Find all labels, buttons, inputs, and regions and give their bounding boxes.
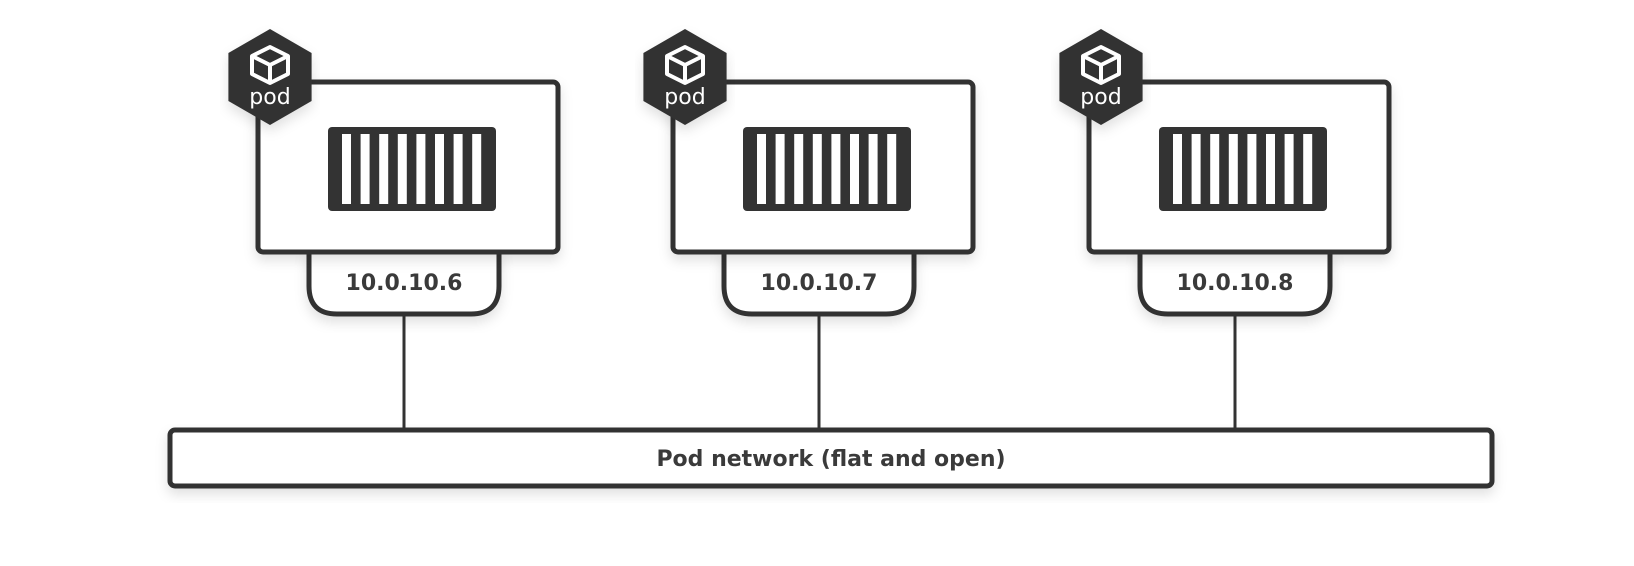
pod-badge-label: pod <box>1080 85 1121 110</box>
pod-3: 10.0.10.8 pod <box>1059 29 1392 317</box>
network-bar: Pod network (flat and open) <box>167 427 1495 489</box>
pod-ip-label: 10.0.10.8 <box>1177 271 1294 296</box>
pod-ip-label: 10.0.10.7 <box>761 271 878 296</box>
pods: 10.0.10.6 pod 10.0.10.7 pod 10.0.10.8 pod <box>228 29 1392 317</box>
pod-2: 10.0.10.7 pod <box>643 29 976 317</box>
ip-tab <box>721 249 917 317</box>
hexagon-cube-icon: pod <box>1059 29 1143 125</box>
pod-ip-label: 10.0.10.6 <box>346 271 463 296</box>
container-icon <box>743 127 911 211</box>
pod-network: Pod network (flat and open) <box>167 427 1495 489</box>
network-label: Pod network (flat and open) <box>656 447 1005 472</box>
container-icon <box>328 127 496 211</box>
ip-tab <box>306 249 502 317</box>
container-icon <box>1159 127 1327 211</box>
pod-1: 10.0.10.6 pod <box>228 29 561 317</box>
connections <box>402 312 1237 430</box>
hexagon-cube-icon: pod <box>228 29 312 125</box>
ip-tab <box>1137 249 1333 317</box>
hexagon-cube-icon: pod <box>643 29 727 125</box>
network-bar-frame <box>167 427 1495 489</box>
pod-badge-label: pod <box>664 85 705 110</box>
pod-badge-label: pod <box>249 85 290 110</box>
